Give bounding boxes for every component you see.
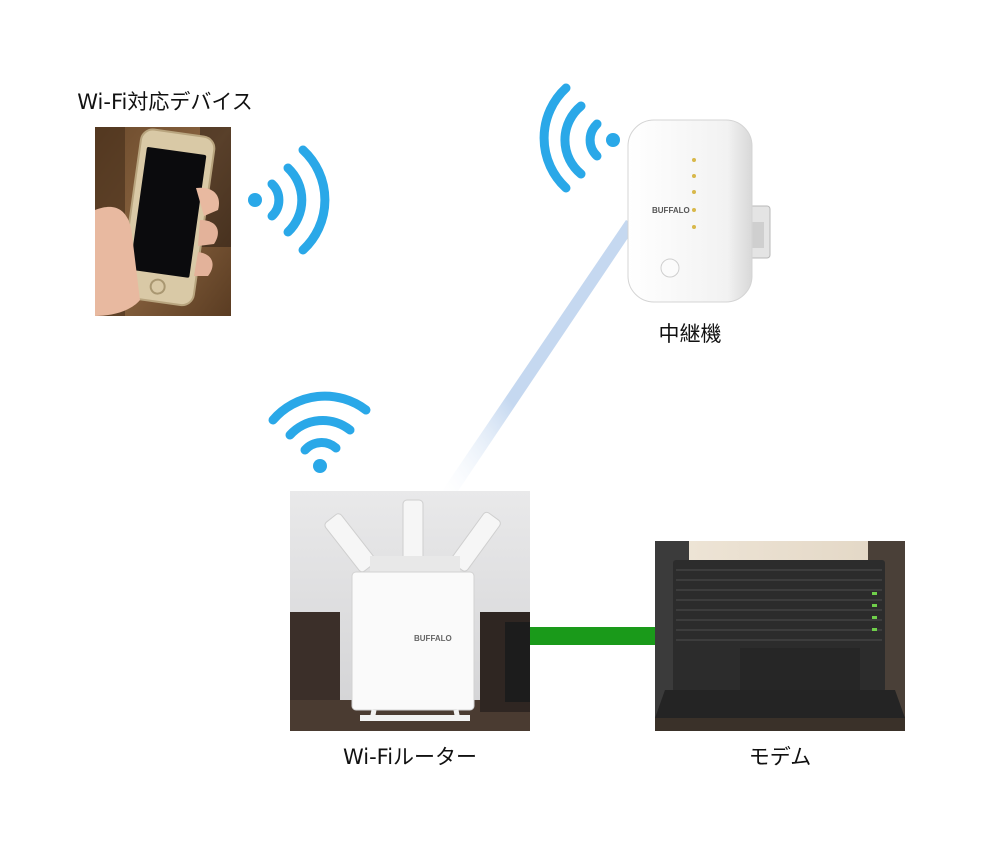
wifi-signal-icon bbox=[248, 145, 330, 255]
repeater-photo: BUFFALO bbox=[627, 119, 771, 303]
wired-link bbox=[528, 627, 656, 645]
wireless-link bbox=[440, 220, 636, 494]
buffalo-logo: BUFFALO bbox=[414, 634, 452, 643]
modem-photo bbox=[655, 541, 905, 731]
device-label: Wi-Fi対応デバイス bbox=[77, 90, 253, 114]
router-photo: BUFFALO bbox=[290, 491, 530, 731]
router-label: Wi-Fiルーター bbox=[342, 745, 478, 769]
wifi-signal-icon bbox=[268, 391, 371, 473]
smartphone-photo bbox=[95, 127, 231, 316]
wifi-signal-icon bbox=[539, 83, 620, 193]
buffalo-logo: BUFFALO bbox=[652, 206, 690, 215]
repeater-label: 中継機 bbox=[658, 322, 722, 346]
modem-label: モデム bbox=[748, 745, 812, 769]
